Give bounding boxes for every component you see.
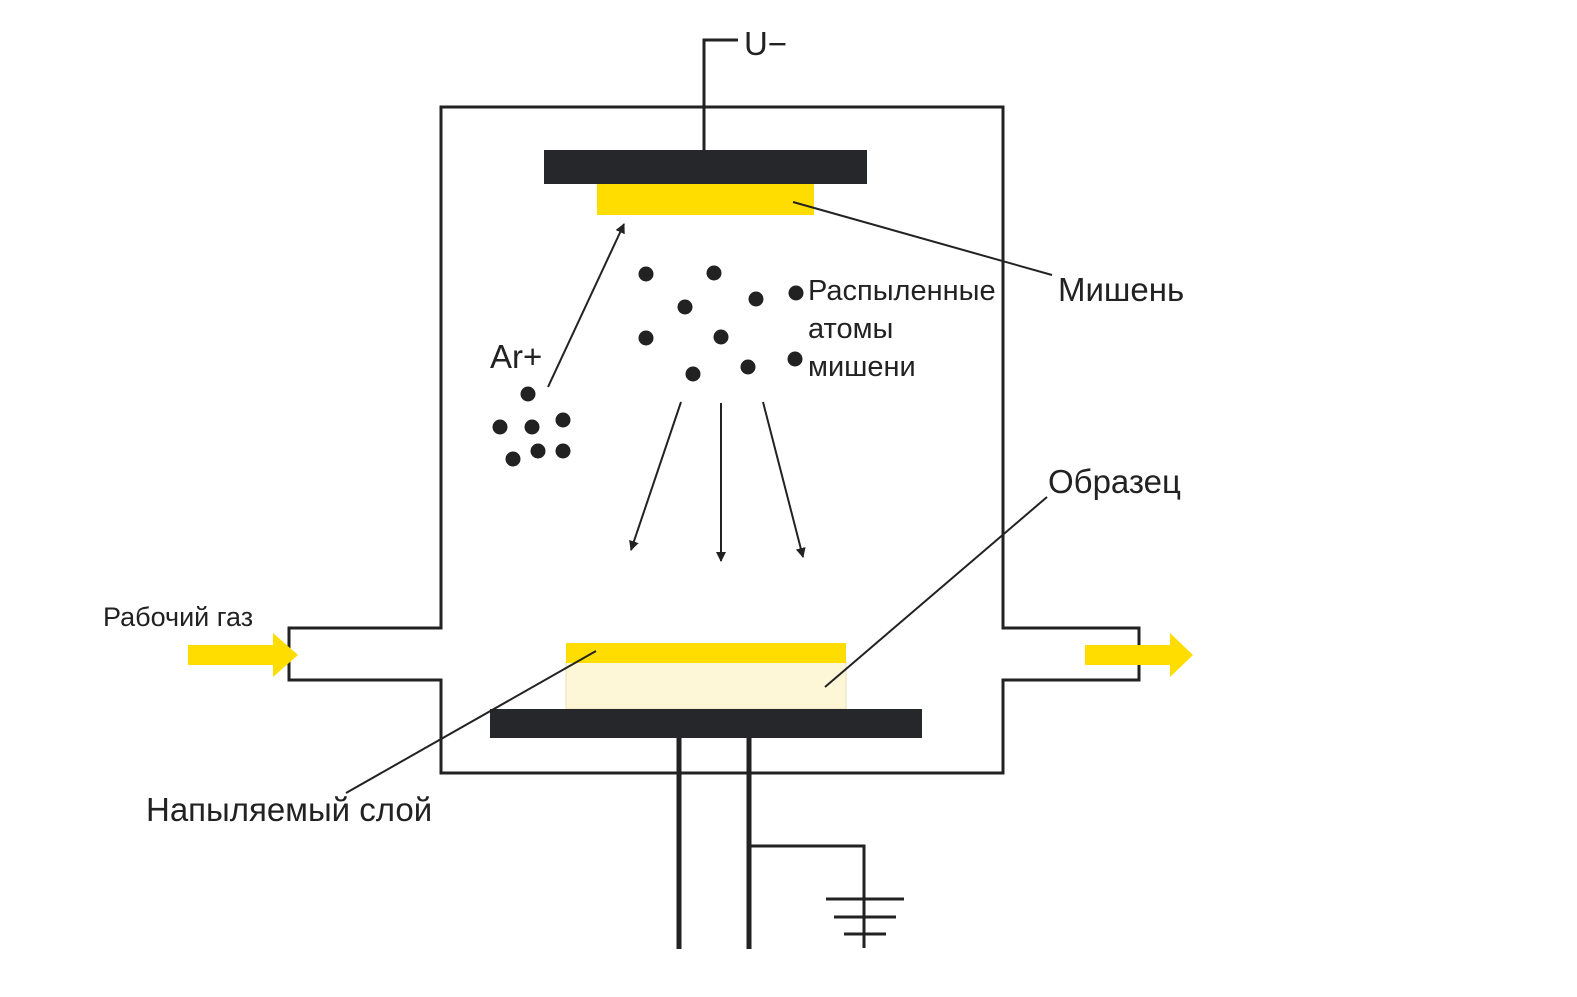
target-label: Мишень [1058,271,1184,308]
target-leader-line [792,201,1053,276]
argon-ion [505,451,521,467]
sputtered-atom [638,330,654,346]
anode-plate [490,709,922,738]
legend-atom-dot [787,351,803,367]
ground-symbol [826,897,904,936]
deposition-arrow-right [762,401,806,558]
sputtered-atom [740,359,756,375]
sputtered-atom [685,366,701,382]
gas-outlet-arrow [1085,633,1193,677]
argon-ion [555,412,571,428]
argon-ion [555,443,571,459]
sputtered-atom [748,291,764,307]
layer-leader-line [345,650,597,794]
sputtered-atoms [638,265,764,382]
sputtered-atom [677,299,693,315]
cathode-plate [544,150,867,184]
ion-trajectory-arrow [547,223,625,388]
sputtered-atoms-label-line3: мишени [808,351,916,383]
vacuum-chamber [287,105,1141,775]
argon-ion [530,443,546,459]
sputtered-atoms-label-line2: атомы [808,313,893,345]
sample-leader-line [824,496,1048,688]
target-material [597,184,814,215]
cathode-wire [702,38,738,151]
sputtered-atoms-label-line1: Распыленные [808,275,996,307]
argon-ion [492,419,508,435]
ground-wire [749,844,866,948]
argon-ion [524,419,540,435]
sample-body [565,661,847,710]
deposition-arrow-left [629,401,682,551]
sample-label: Образец [1048,463,1181,500]
gas-inlet-arrow [188,633,298,677]
voltage-label: U− [744,25,787,62]
deposited-layer-label: Напыляемый слой [146,791,432,828]
argon-ion-label: Ar+ [490,338,542,375]
legend-atom-dot [788,285,804,301]
argon-ions [492,386,571,467]
work-gas-label: Рабочий газ [103,602,253,632]
deposited-layer [566,643,846,663]
sputtered-atom [706,265,722,281]
sputtered-atom [713,329,729,345]
sputtered-atom [638,266,654,282]
argon-ion [520,386,536,402]
